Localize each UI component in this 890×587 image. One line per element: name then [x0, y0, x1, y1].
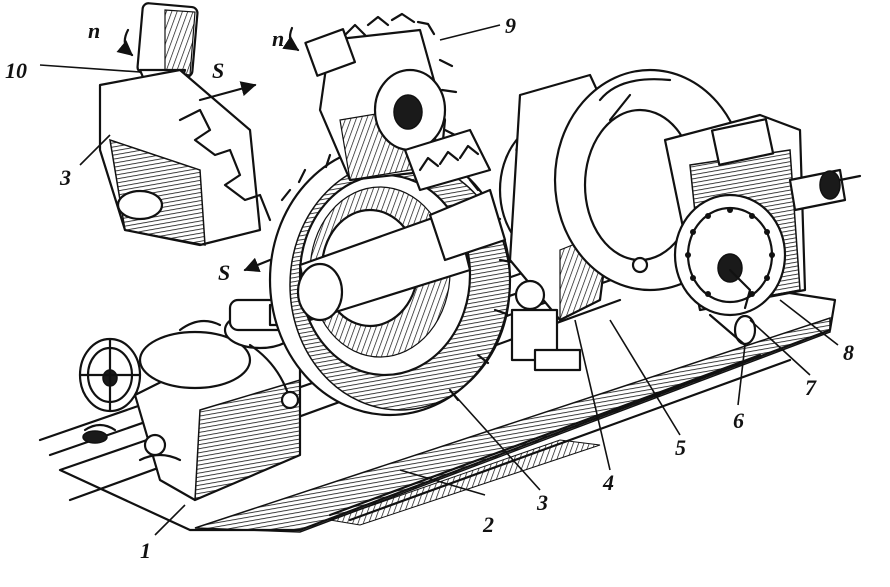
callout-7: 7: [805, 375, 817, 400]
feed-symbol-top: S: [212, 58, 224, 83]
feed-arrow-mid: [243, 257, 272, 273]
index-plate: [673, 193, 787, 347]
workpiece-gear: [268, 143, 514, 417]
dividing-head: [498, 68, 747, 372]
rack-teeth: [403, 128, 507, 262]
callout-10: 10: [5, 58, 27, 83]
single-tooth-cutter: [98, 2, 272, 247]
callout-3-top: 3: [59, 165, 71, 190]
callout-9: 9: [505, 13, 516, 38]
callout-1: 1: [140, 538, 151, 563]
callout-2: 2: [482, 512, 494, 537]
callout-3-bottom: 3: [536, 490, 548, 515]
feed-arrow-top: [198, 81, 257, 102]
callout-4: 4: [602, 470, 614, 495]
leader-lines: [39, 24, 839, 536]
callout-6: 6: [733, 408, 744, 433]
handwheel-icon: [78, 337, 142, 444]
callout-8: 8: [843, 340, 854, 365]
rotation-arrow-left: [116, 28, 134, 57]
rotation-symbol-right: n: [272, 26, 284, 51]
rotation-symbol-left: n: [88, 18, 100, 43]
feed-symbol-mid: S: [218, 260, 230, 285]
rotation-arrow-right: [282, 26, 300, 52]
callout-5: 5: [675, 435, 686, 460]
